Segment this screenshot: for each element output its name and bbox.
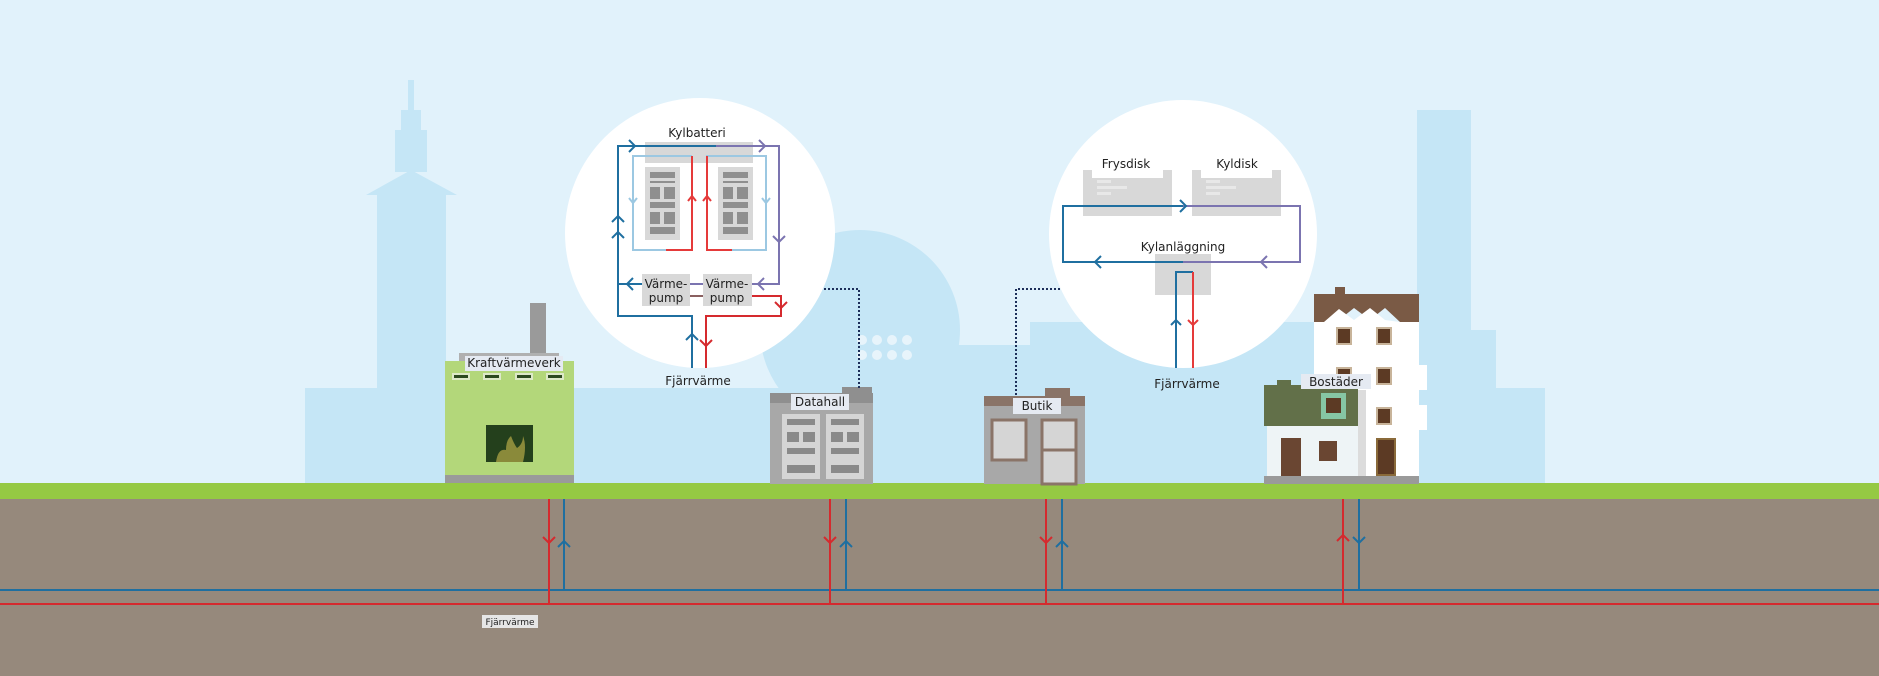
up-arrow-icon xyxy=(1336,533,1350,542)
grass xyxy=(0,483,1879,499)
down-arrow-icons xyxy=(542,536,1053,545)
cooling-battery xyxy=(645,142,753,163)
housing-buildings[interactable]: Bostäder xyxy=(1264,287,1427,484)
flow-arrow-icons xyxy=(611,139,788,348)
ground xyxy=(0,499,1879,676)
network-label: Fjärrvärme xyxy=(485,618,535,628)
down-arrow-icon xyxy=(1352,536,1366,545)
dome-windows xyxy=(857,335,912,360)
freezer-label: Frysdisk xyxy=(1102,157,1151,171)
network-label-box xyxy=(482,615,538,628)
combined-heat-power-plant[interactable]: Kraftvärmeverk xyxy=(445,303,574,483)
cooling-battery-label: Kylbatteri xyxy=(668,126,725,140)
district-heating-label: Fjärrvärme xyxy=(1154,377,1220,391)
shop-callout-line xyxy=(1015,288,1063,395)
heat-pump-1 xyxy=(642,274,690,306)
datacenter-detail: Kylbatteri xyxy=(565,98,835,388)
district-heating-network xyxy=(0,499,1879,605)
city-hall-tower xyxy=(377,195,446,484)
shop-building[interactable]: Butik xyxy=(984,388,1085,486)
svg-text:Värme-: Värme- xyxy=(645,277,688,291)
plant-label: Kraftvärmeverk xyxy=(467,356,561,370)
svg-text:pump: pump xyxy=(710,291,745,305)
hot-loop xyxy=(705,295,782,368)
heat-pump-2 xyxy=(703,274,752,306)
housing-label: Bostäder xyxy=(1309,375,1363,389)
server-rack xyxy=(718,167,753,240)
server-rack xyxy=(645,167,680,240)
district-heating-label: Fjärrvärme xyxy=(665,374,731,388)
svg-text:Värme-: Värme- xyxy=(706,277,749,291)
datacenter-label: Datahall xyxy=(795,395,845,409)
refrigeration-plant-label: Kylanläggning xyxy=(1141,240,1225,254)
shop-label: Butik xyxy=(1022,399,1053,413)
data-center-building[interactable]: Datahall xyxy=(770,387,873,484)
cooler-label: Kyldisk xyxy=(1216,157,1258,171)
refrigeration-plant xyxy=(1155,254,1211,295)
shop-detail: Frysdisk Kyldisk Kylanläggning Fjärrvärm… xyxy=(1049,100,1317,391)
svg-text:pump: pump xyxy=(649,291,684,305)
up-arrow-icons xyxy=(557,539,1069,548)
fire-icon xyxy=(496,436,525,462)
